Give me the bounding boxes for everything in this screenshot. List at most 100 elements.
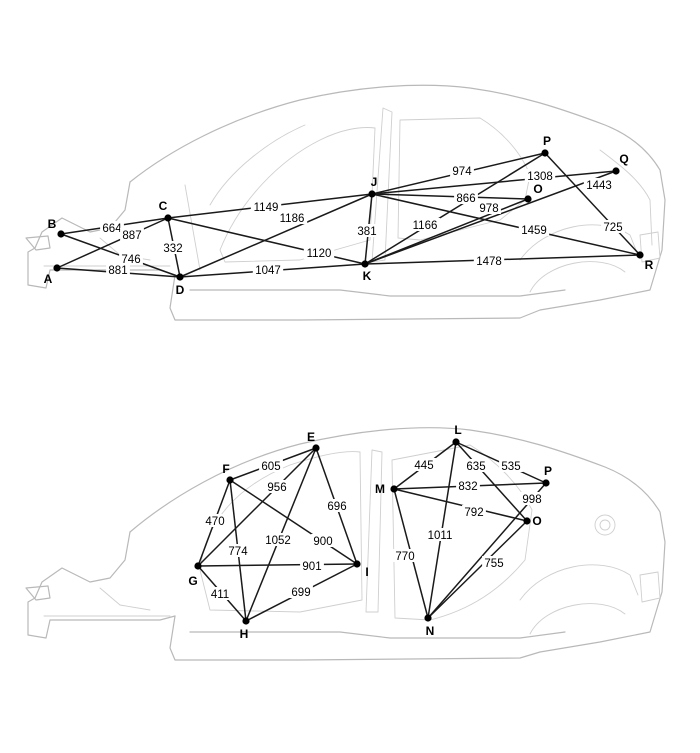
measurement-label-background bbox=[393, 549, 417, 562]
measurement-label-background bbox=[300, 559, 324, 572]
measurement-label-background bbox=[583, 178, 615, 191]
reference-point-label-m: M bbox=[375, 482, 385, 496]
measurement-value-j-r: 1459 bbox=[521, 225, 547, 237]
measurement-label-background bbox=[518, 223, 550, 236]
measurement-label-background bbox=[325, 499, 349, 512]
measurement-label-background bbox=[601, 220, 625, 233]
measurement-line-p-r bbox=[544, 152, 641, 256]
measurement-value-c-k: 1120 bbox=[307, 248, 332, 260]
measurement-value-f-e: 605 bbox=[261, 461, 280, 473]
measurement-value-k-o: 978 bbox=[479, 203, 498, 215]
measurement-value-e-h: 1052 bbox=[265, 535, 291, 547]
reference-point-d bbox=[176, 273, 184, 281]
measurement-value-j-k: 381 bbox=[357, 226, 376, 238]
measurement-line-k-p bbox=[364, 152, 546, 265]
reference-point-label-c: C bbox=[159, 199, 168, 213]
measurement-label-background bbox=[477, 201, 501, 214]
measurement-value-m-l: 445 bbox=[414, 460, 433, 472]
reference-point-label-p: P bbox=[544, 464, 552, 478]
measurement-label-background bbox=[276, 211, 308, 224]
measurement-value-f-i: 900 bbox=[313, 536, 332, 548]
measurement-label-background bbox=[424, 528, 456, 541]
measurement-label-background bbox=[203, 514, 227, 527]
measurement-label-background bbox=[265, 480, 289, 493]
reference-point-label-h: H bbox=[240, 627, 249, 641]
measurement-line-g-i bbox=[197, 563, 358, 567]
measurement-label-background bbox=[456, 479, 480, 492]
measurement-label-background bbox=[499, 459, 523, 472]
measurement-label-background bbox=[226, 544, 250, 557]
measurement-value-k-r: 1478 bbox=[476, 256, 502, 268]
reference-point-o bbox=[523, 517, 531, 525]
measurement-label-background bbox=[161, 241, 185, 254]
reference-point-o bbox=[524, 195, 532, 203]
reference-point-label-o: O bbox=[533, 182, 542, 196]
measurement-line-a-c bbox=[56, 217, 169, 269]
measurement-label-background bbox=[524, 169, 556, 182]
measurement-line-g-e bbox=[197, 447, 317, 567]
measurement-value-m-o: 792 bbox=[464, 507, 483, 519]
measurement-value-k-q: 1443 bbox=[586, 180, 612, 192]
measurement-value-g-i: 901 bbox=[302, 561, 321, 573]
reference-point-label-r: R bbox=[645, 258, 654, 272]
measurement-label-background bbox=[262, 533, 294, 546]
reference-point-label-f: F bbox=[222, 462, 229, 476]
reference-point-label-g: G bbox=[188, 574, 197, 588]
measurement-line-p-n bbox=[427, 482, 547, 619]
reference-point-p bbox=[542, 479, 550, 487]
measurement-line-k-q bbox=[364, 170, 617, 265]
measurement-value-a-c: 887 bbox=[122, 230, 141, 242]
lower-car-body bbox=[25, 427, 666, 661]
reference-point-p bbox=[541, 149, 549, 157]
measurement-value-d-j: 1186 bbox=[280, 213, 305, 225]
measurement-value-m-n: 770 bbox=[395, 551, 414, 563]
measurement-value-j-o: 866 bbox=[456, 193, 475, 205]
measurement-value-f-g: 470 bbox=[205, 516, 224, 528]
reference-point-label-b: B bbox=[48, 217, 57, 231]
reference-point-label-k: K bbox=[363, 269, 372, 283]
measurement-value-g-h: 411 bbox=[211, 589, 229, 601]
measurement-value-h-i: 699 bbox=[291, 587, 310, 599]
reference-point-b bbox=[57, 230, 65, 238]
measurement-label-background bbox=[355, 224, 379, 237]
measurement-label-background bbox=[106, 263, 130, 276]
reference-point-m bbox=[390, 485, 398, 493]
reference-point-i bbox=[353, 560, 361, 568]
measurement-label-background bbox=[252, 263, 284, 276]
reference-point-f bbox=[226, 476, 234, 484]
measurement-label-background bbox=[520, 492, 544, 505]
reference-point-label-l: L bbox=[454, 423, 461, 437]
measurement-value-b-c: 664 bbox=[102, 223, 122, 235]
reference-point-a bbox=[53, 264, 61, 272]
measurement-value-l-n: 1011 bbox=[428, 530, 453, 542]
measurement-label-background bbox=[119, 252, 143, 265]
reference-point-r bbox=[636, 251, 644, 259]
measurement-label-background bbox=[250, 200, 282, 213]
reference-point-j bbox=[368, 190, 376, 198]
reference-point-label-i: I bbox=[365, 565, 368, 579]
reference-point-g bbox=[194, 562, 202, 570]
reference-point-label-e: E bbox=[307, 430, 315, 444]
measurement-line-j-r bbox=[371, 193, 641, 256]
measurement-label-background bbox=[462, 505, 486, 518]
reference-point-n bbox=[424, 614, 432, 622]
measurement-label-background bbox=[120, 228, 144, 241]
measurement-value-j-q: 1308 bbox=[527, 171, 553, 183]
reference-point-label-q: Q bbox=[619, 152, 628, 166]
measurement-value-j-p: 974 bbox=[452, 166, 472, 178]
measurement-label-background bbox=[409, 218, 441, 231]
reference-point-l bbox=[452, 438, 460, 446]
reference-point-label-n: N bbox=[426, 624, 435, 638]
measurement-line-m-o bbox=[393, 488, 528, 522]
measurement-value-e-i: 696 bbox=[327, 501, 346, 513]
measurement-line-j-q bbox=[371, 170, 617, 195]
measurement-value-g-e: 956 bbox=[267, 482, 286, 494]
reference-point-label-d: D bbox=[176, 283, 185, 297]
measurement-label-background bbox=[464, 459, 488, 472]
measurement-line-l-o bbox=[455, 441, 528, 522]
measurement-label-background bbox=[473, 254, 505, 267]
measurement-value-p-r: 725 bbox=[603, 222, 622, 234]
